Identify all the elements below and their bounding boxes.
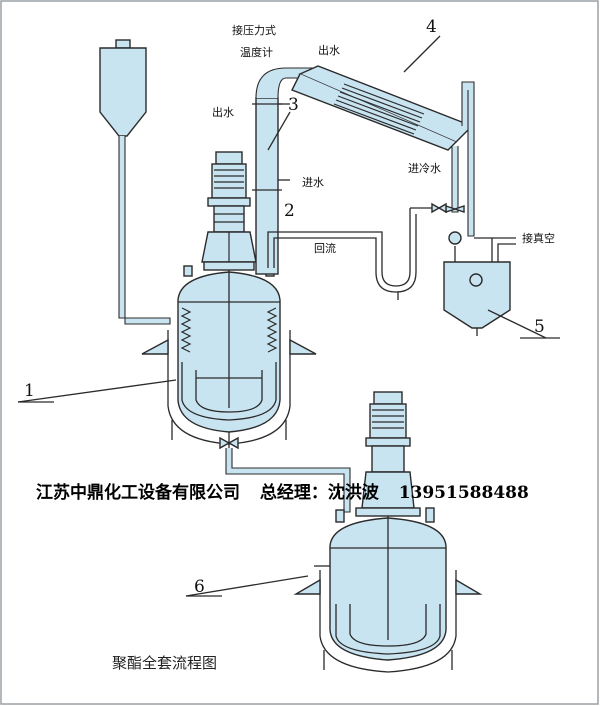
water-out-left-label: 出水 bbox=[212, 105, 234, 119]
number-6: 6 bbox=[194, 577, 205, 597]
receiver bbox=[443, 237, 516, 336]
water-out-top-label: 出水 bbox=[318, 43, 340, 57]
leader-6 bbox=[185, 575, 309, 597]
leader-4 bbox=[403, 35, 441, 73]
number-5: 5 bbox=[534, 317, 545, 337]
number-4: 4 bbox=[426, 17, 437, 37]
number-1: 1 bbox=[24, 381, 35, 401]
reflux-line bbox=[267, 208, 417, 300]
main-reactor bbox=[141, 151, 317, 450]
pressure-gauge-label: 接压力式 bbox=[232, 24, 276, 37]
manager-name: 总经理：沈洪波 bbox=[259, 483, 379, 503]
feed-hopper bbox=[99, 39, 171, 325]
phone-number: 13951588488 bbox=[398, 483, 529, 503]
number-3: 3 bbox=[288, 95, 299, 115]
thermometer-label: 温度计 bbox=[240, 45, 273, 59]
transfer-pipe bbox=[225, 448, 351, 513]
column bbox=[252, 67, 313, 275]
water-in-label: 进水 bbox=[302, 176, 324, 189]
company-banner: 江苏中鼎化工设备有限公司 总经理：沈洪波 13951588488 bbox=[36, 478, 596, 508]
leader-1 bbox=[17, 379, 177, 403]
diagram-caption: 聚酯全套流程图 bbox=[112, 654, 217, 672]
vacuum-label: 接真空 bbox=[522, 231, 555, 245]
number-2: 2 bbox=[284, 201, 295, 221]
cold-water-in-label: 进冷水 bbox=[408, 162, 441, 175]
leader-5 bbox=[487, 309, 547, 339]
condenser bbox=[291, 65, 475, 245]
second-reactor bbox=[293, 391, 483, 673]
leader-3 bbox=[267, 111, 291, 151]
reflux-label: 回流 bbox=[314, 241, 336, 255]
company-name: 江苏中鼎化工设备有限公司 bbox=[36, 483, 240, 503]
